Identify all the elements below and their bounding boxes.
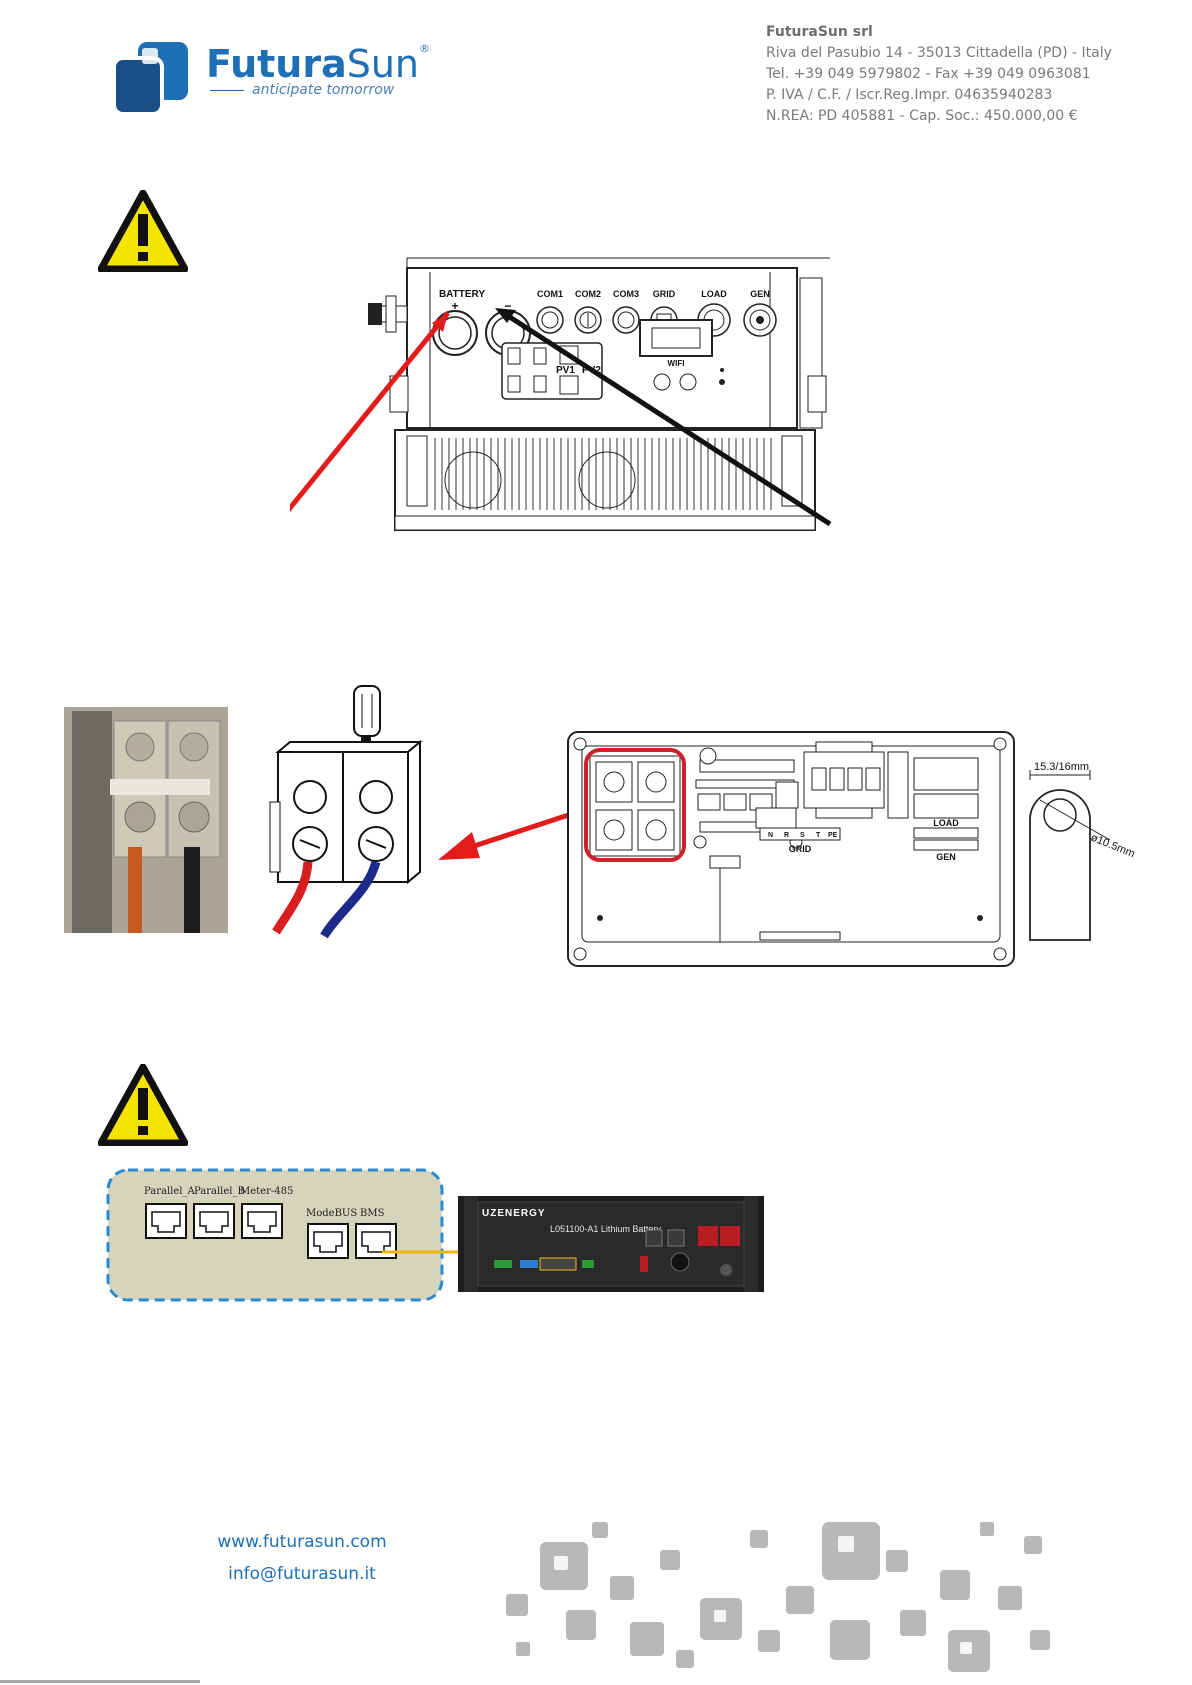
battery-terminal-photo [64,707,228,933]
svg-text:S: S [800,832,805,839]
label-pv1: PV1 [556,365,575,376]
company-vat: P. IVA / C.F. / Iscr.Reg.Impr. 046359402… [766,87,1053,103]
label-battery: BATTERY [439,289,485,300]
label-parallel-b: Parallel_B [194,1186,245,1197]
label-parallel-a: Parallel_A [144,1186,195,1197]
battery-negative-arrow [500,309,832,527]
label-gen-terminal: GEN [936,852,956,862]
battery-brand: UZENERGY [482,1208,546,1219]
svg-text:R: R [784,832,789,839]
blue-cable [320,860,381,939]
registered-mark: ® [419,42,431,55]
company-rea: N.REA: PD 405881 - Cap. Soc.: 450.000,00… [766,108,1078,124]
grid-terminal-labels: N R S T PE [759,827,841,841]
ring-terminal-diagram: 15.3/16mm ø10.5mm [1029,761,1137,941]
company-name: FuturaSun srl [766,24,873,40]
svg-text:T: T [816,832,821,839]
label-load: LOAD [701,289,727,299]
label-battery-plus: + [451,299,458,313]
ring-hole-label: ø10.5mm [1089,832,1137,861]
ring-width-label: 15.3/16mm [1034,761,1089,773]
company-info: FuturaSun srl Riva del Pasubio 14 - 3501… [766,22,1146,127]
battery-terminal-highlight [584,748,686,862]
bottom-edge-artifact [0,1680,200,1683]
terminal-block-diagram [269,685,423,939]
warning-icon [98,190,188,272]
battery-positive-arrow [290,311,450,513]
brand-name-part2: Sun [346,42,420,86]
label-modebus: ModeBUS [306,1208,357,1219]
footer-email-link[interactable]: info@futurasun.it [228,1564,376,1584]
label-battery-minus: − [504,299,511,313]
header-logo: FuturaSun® anticipate tomorrow [112,40,430,118]
footer-decoration [506,1522,1050,1672]
label-wifi: WIFI [668,359,685,368]
svg-text:PE: PE [828,832,838,839]
label-com3: COM3 [613,289,639,299]
label-grid: GRID [653,289,676,299]
futurasun-logo-icon [112,42,188,116]
inverter-terminal-board: N R S T PE GRID LOAD GEN [567,731,1015,967]
footer-website-link[interactable]: www.futurasun.com [217,1532,387,1552]
label-load-terminal: LOAD [933,818,959,828]
label-gen: GEN [750,289,770,299]
brand-tagline: anticipate tomorrow [252,82,395,98]
label-grid-terminal: GRID [789,844,812,854]
battery-model: L051100-A1 Lithium Battery [550,1224,661,1234]
comm-port-panel: Parallel_A Parallel_B Meter-485 ModeBUS … [106,1168,444,1302]
company-address: Riva del Pasubio 14 - 35013 Cittadella (… [766,45,1112,61]
brand-name-part1: Futura [206,42,347,86]
lithium-battery-module: UZENERGY L051100-A1 Lithium Battery [458,1196,764,1292]
company-phone: Tel. +39 049 5979802 - Fax +39 049 09630… [766,66,1091,82]
label-bms: BMS [360,1208,385,1219]
screwdriver-icon [353,685,381,737]
label-com1: COM1 [537,289,563,299]
inverter-bottom-diagram: BATTERY + − COM1 COM2 COM3 GRID LOAD GEN… [290,257,832,531]
warning-icon-2 [98,1064,188,1146]
label-meter-485: Meter-485 [240,1186,293,1197]
label-com2: COM2 [575,289,601,299]
red-cable [272,861,313,935]
svg-text:N: N [768,832,773,839]
